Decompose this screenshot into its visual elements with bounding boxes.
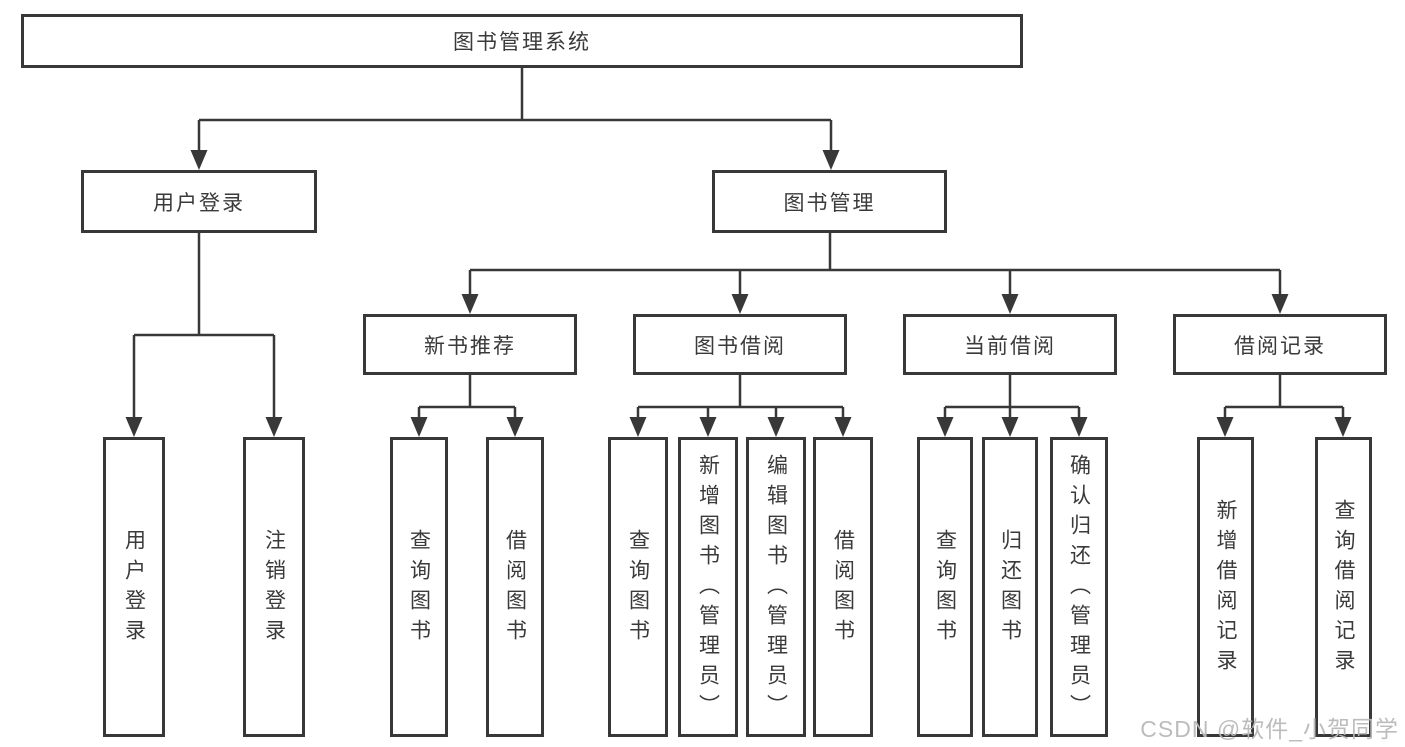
leaf-records-query-record: 查询借阅记录 <box>1315 437 1372 737</box>
leaf-borrow-borrow-books: 借阅图书 <box>813 437 873 737</box>
leaf-current-confirm-return-admin: 确认归还（管理员） <box>1050 437 1108 737</box>
leaf-current-return-books: 归还图书 <box>982 437 1038 737</box>
node-new-book-recommend: 新书推荐 <box>363 314 577 375</box>
leaf-current-query-books: 查询图书 <box>917 437 973 737</box>
arrow-down-icon <box>461 294 479 314</box>
arrow-down-icon <box>410 417 428 437</box>
arrow-down-icon <box>629 417 647 437</box>
arrow-down-icon <box>265 417 283 437</box>
leaf-borrow-query-books: 查询图书 <box>608 437 668 737</box>
leaf-records-add-record: 新增借阅记录 <box>1197 437 1254 737</box>
arrow-down-icon <box>767 417 785 437</box>
node-borrow-records: 借阅记录 <box>1173 314 1387 375</box>
watermark: CSDN @软件_小贺同学 <box>1140 716 1399 742</box>
arrow-down-icon <box>1271 294 1289 314</box>
arrow-down-icon <box>190 150 208 170</box>
leaf-borrow-add-books-admin: 新增图书（管理员） <box>678 437 738 737</box>
node-current-borrow: 当前借阅 <box>903 314 1117 375</box>
node-book-management: 图书管理 <box>712 170 947 233</box>
arrow-down-icon <box>1334 417 1352 437</box>
arrow-down-icon <box>1001 294 1019 314</box>
node-book-borrow: 图书借阅 <box>633 314 847 375</box>
leaf-newbook-query-books: 查询图书 <box>390 437 448 737</box>
arrow-down-icon <box>125 417 143 437</box>
arrow-down-icon <box>1001 417 1019 437</box>
arrow-down-icon <box>936 417 954 437</box>
arrowheads <box>125 150 1352 437</box>
arrow-down-icon <box>1216 417 1234 437</box>
leaf-newbook-borrow-books: 借阅图书 <box>486 437 544 737</box>
tree-edges <box>132 68 1345 419</box>
node-user-login: 用户登录 <box>81 170 317 233</box>
leaf-user-login: 用户登录 <box>103 437 165 737</box>
leaf-logout: 注销登录 <box>243 437 305 737</box>
arrow-down-icon <box>699 417 717 437</box>
arrow-down-icon <box>834 417 852 437</box>
arrow-down-icon <box>731 294 749 314</box>
arrow-down-icon <box>1070 417 1088 437</box>
arrow-down-icon <box>506 417 524 437</box>
leaf-borrow-edit-books-admin: 编辑图书（管理员） <box>746 437 806 737</box>
node-root: 图书管理系统 <box>21 14 1023 68</box>
arrow-down-icon <box>822 150 840 170</box>
